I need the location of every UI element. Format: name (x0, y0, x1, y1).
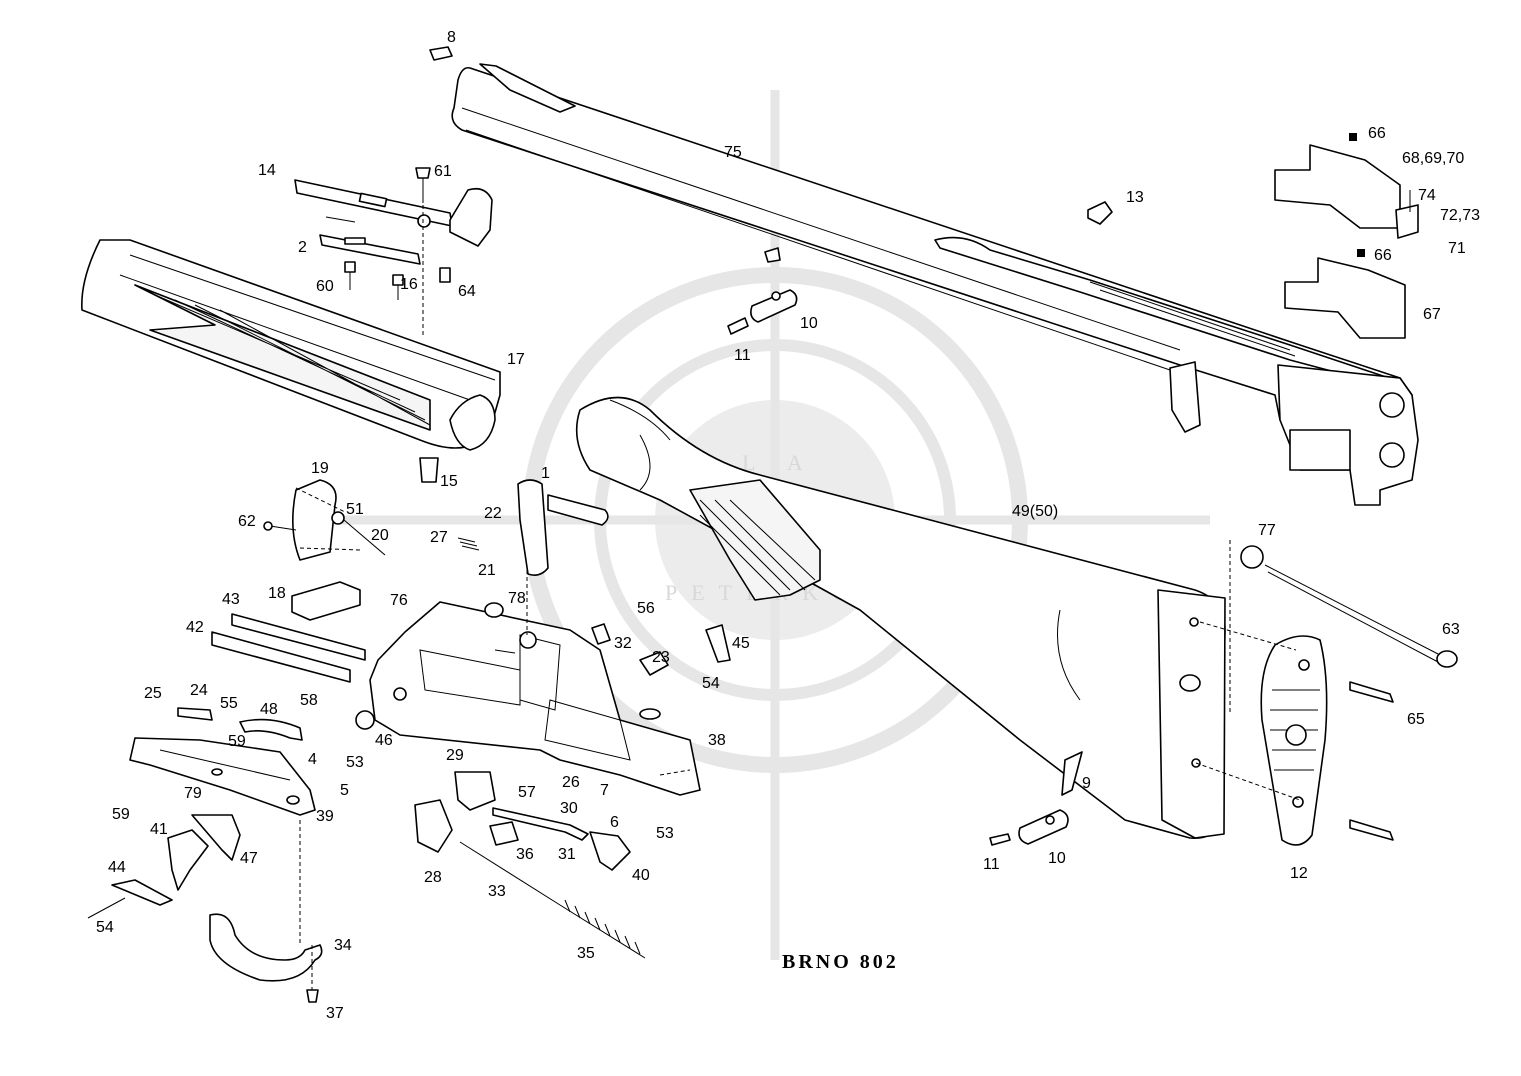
label-part-40: 40 (632, 867, 650, 884)
label-part-36: 36 (516, 846, 534, 863)
butt-plate (1260, 635, 1328, 846)
label-part-55: 55 (220, 695, 238, 712)
label-part-41: 41 (150, 821, 168, 838)
forend (81, 239, 501, 451)
label-part-20: 20 (371, 527, 389, 544)
label-part-2: 2 (298, 239, 307, 256)
watermark-text-top: L A (742, 450, 817, 475)
label-part-42: 42 (186, 619, 204, 636)
label-part-71: 71 (1448, 240, 1466, 257)
label-part-56: 56 (637, 600, 655, 617)
label-part-51: 51 (346, 501, 364, 518)
label-part-59a: 59 (228, 733, 246, 750)
label-part-24: 24 (190, 682, 208, 699)
small-parts (87, 46, 1458, 1003)
label-part-19: 19 (311, 460, 329, 477)
label-part-43: 43 (222, 591, 240, 608)
label-part-37: 37 (326, 1005, 344, 1022)
label-part-39: 39 (316, 808, 334, 825)
trigger-guard (209, 913, 323, 982)
part-labels: 8 75 66 68,69,70 74 72,73 71 66 67 13 14… (96, 29, 1480, 1022)
label-part-34: 34 (334, 937, 352, 954)
label-part-6: 6 (610, 814, 619, 831)
receiver (369, 601, 701, 796)
label-part-59b: 59 (112, 806, 130, 823)
label-part-68: 68,69,70 (1402, 150, 1464, 167)
sling-swivel-front (750, 289, 798, 323)
label-part-46: 46 (375, 732, 393, 749)
label-part-78: 78 (508, 590, 526, 607)
label-part-64: 64 (458, 283, 476, 300)
label-part-65: 65 (1407, 711, 1425, 728)
label-part-48: 48 (260, 701, 278, 718)
label-part-4: 4 (308, 751, 317, 768)
label-part-63: 63 (1442, 621, 1460, 638)
label-part-29: 29 (446, 747, 464, 764)
forend-iron (294, 179, 493, 265)
label-part-49: 49(50) (1012, 503, 1058, 520)
label-part-12: 12 (1290, 865, 1308, 882)
label-part-72: 72,73 (1440, 207, 1480, 224)
label-part-30: 30 (560, 800, 578, 817)
label-part-32: 32 (614, 635, 632, 652)
label-part-28: 28 (424, 869, 442, 886)
buttstock (575, 396, 1226, 839)
label-part-11a: 11 (734, 347, 751, 364)
label-part-22: 22 (484, 505, 502, 522)
label-part-15: 15 (440, 473, 458, 490)
label-part-8: 8 (447, 29, 456, 46)
label-part-5: 5 (340, 782, 349, 799)
label-part-26: 26 (562, 774, 580, 791)
barrel-assembly (451, 63, 1419, 506)
label-part-53b: 53 (656, 825, 674, 842)
sling-swivel-rear (1018, 809, 1069, 845)
label-part-27: 27 (430, 529, 448, 546)
label-part-45: 45 (732, 635, 750, 652)
label-part-7: 7 (600, 782, 609, 799)
label-part-14: 14 (258, 162, 276, 179)
label-part-25: 25 (144, 685, 162, 702)
label-part-79: 79 (184, 785, 202, 802)
label-part-23: 23 (652, 649, 670, 666)
label-part-21: 21 (478, 562, 496, 579)
label-part-76: 76 (390, 592, 408, 609)
assembly-lines (295, 205, 1301, 990)
trigger-plate (129, 737, 316, 816)
label-part-53a: 53 (346, 754, 364, 771)
label-part-74: 74 (1418, 187, 1436, 204)
label-part-57: 57 (518, 784, 536, 801)
diagram-title: BRNO 802 (782, 951, 899, 973)
label-part-58: 58 (300, 692, 318, 709)
label-part-38: 38 (708, 732, 726, 749)
label-part-61: 61 (434, 163, 452, 180)
label-part-54a: 54 (702, 675, 720, 692)
label-part-66b: 66 (1374, 247, 1392, 264)
label-part-1: 1 (541, 465, 550, 482)
label-part-10a: 10 (800, 315, 818, 332)
label-part-31: 31 (558, 846, 576, 863)
label-part-11b: 11 (983, 856, 1000, 873)
label-part-62: 62 (238, 513, 256, 530)
label-part-18: 18 (268, 585, 286, 602)
label-part-66a: 66 (1368, 125, 1386, 142)
label-part-33: 33 (488, 883, 506, 900)
label-part-54b: 54 (96, 919, 114, 936)
label-part-10b: 10 (1048, 850, 1066, 867)
label-part-16: 16 (400, 276, 418, 293)
label-part-77: 77 (1258, 522, 1276, 539)
label-part-17: 17 (507, 351, 525, 368)
label-part-67: 67 (1423, 306, 1441, 323)
label-part-13: 13 (1126, 189, 1144, 206)
label-part-35: 35 (577, 945, 595, 962)
label-part-75: 75 (724, 144, 742, 161)
label-part-47: 47 (240, 850, 258, 867)
label-part-60: 60 (316, 278, 334, 295)
label-part-9: 9 (1082, 775, 1091, 792)
label-part-44: 44 (108, 859, 126, 876)
